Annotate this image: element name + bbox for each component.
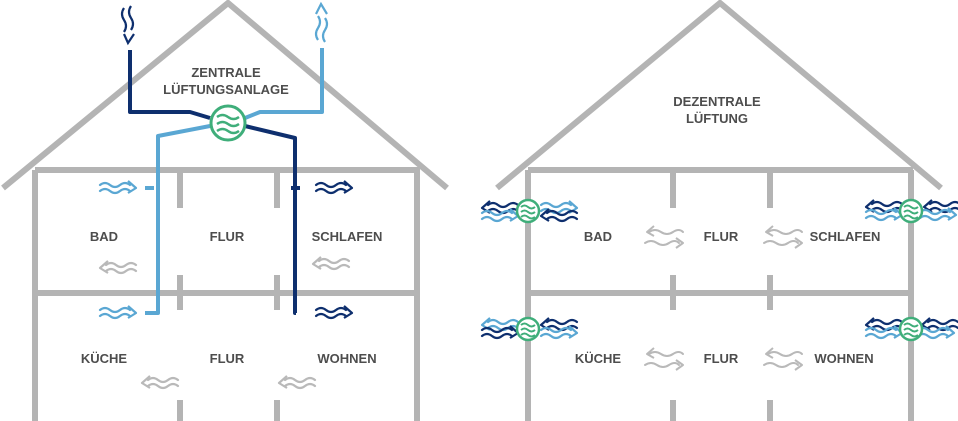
fan-unit-wohnen: [864, 316, 958, 342]
decentral-fan-icon: [898, 316, 924, 342]
kueche-exhaust-air-icon: [98, 304, 138, 320]
supply-duct: [128, 50, 300, 315]
decentral-fan-icon: [515, 198, 541, 224]
left-room-kueche: KÜCHE: [81, 351, 128, 366]
fan-unit-bad: [480, 198, 579, 224]
room-out-arrow-icon: [539, 324, 579, 340]
decentral-fan-icon: [898, 198, 924, 224]
fan-unit-kueche: [480, 316, 579, 342]
right-room-wohnen: WOHNEN: [814, 351, 873, 366]
right-title-line2: LÜFTUNG: [686, 111, 748, 126]
left-house-walls: [1, 0, 449, 421]
ventilation-unit-icon: [209, 104, 247, 142]
right-room-bad: BAD: [584, 229, 612, 244]
exhaust-air-icon: [314, 1, 329, 43]
bad-exhaust-air-icon: [98, 179, 138, 195]
right-room-schlafen: SCHLAFEN: [810, 229, 881, 244]
left-room-schlafen: SCHLAFEN: [312, 229, 383, 244]
right-house: DEZENTRALE LÜFTUNG BAD FLUR SCHLAFEN KÜC…: [480, 0, 958, 421]
airflow-arrow-icon: [644, 347, 684, 371]
right-room-kueche: KÜCHE: [575, 351, 622, 366]
airflow-arrow-icon: [763, 347, 803, 371]
airflow-arrow-icon: [763, 225, 803, 249]
airflow-arrow-icon: [644, 225, 684, 249]
kueche-room-airflow-icon: [140, 374, 180, 390]
intake-air-icon: [120, 5, 135, 46]
left-title-line2: LÜFTUNGSANLAGE: [163, 82, 289, 97]
left-room-flur-lower: FLUR: [210, 351, 245, 366]
bad-room-airflow-icon: [98, 259, 138, 275]
schlafen-room-airflow-icon: [311, 255, 351, 271]
left-room-bad: BAD: [90, 229, 118, 244]
schlafen-supply-air-icon: [314, 179, 354, 195]
room-in-arrow-icon: [539, 207, 579, 223]
wohnen-room-airflow-icon: [277, 374, 317, 390]
inflow-arrow-icon: [480, 324, 520, 340]
exhaust-duct: [145, 48, 324, 315]
wohnen-supply-air-icon: [314, 304, 354, 320]
fan-unit-schlafen: [864, 198, 958, 224]
left-house: ZENTRALE LÜFTUNGSANLAGE BAD FLUR SCHLAFE…: [1, 0, 449, 421]
inflow-arrow-icon: [864, 324, 904, 340]
left-title-line1: ZENTRALE: [191, 65, 261, 80]
decentral-fan-icon: [515, 316, 541, 342]
inflow-arrow-icon: [480, 207, 520, 223]
left-room-wohnen: WOHNEN: [317, 351, 376, 366]
right-room-flur-lower: FLUR: [704, 351, 739, 366]
right-title-line1: DEZENTRALE: [673, 94, 761, 109]
left-room-flur-upper: FLUR: [210, 229, 245, 244]
right-room-flur-upper: FLUR: [704, 229, 739, 244]
inflow-arrow-icon: [864, 206, 904, 222]
